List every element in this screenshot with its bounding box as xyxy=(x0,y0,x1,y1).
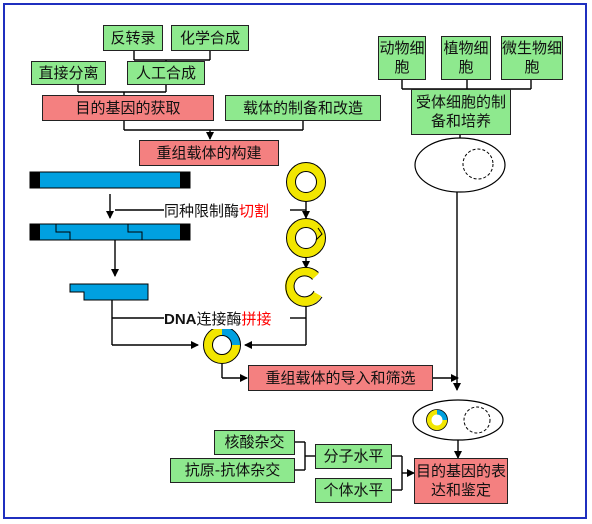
reverse-transcription-box: 反转录 xyxy=(103,25,163,51)
chemical-synthesis-box: 化学合成 xyxy=(171,25,249,51)
recombinant-plasmid xyxy=(203,326,241,364)
dna-strand-cut xyxy=(29,223,191,241)
plasmid-opened xyxy=(285,266,323,307)
molecular-level-box: 分子水平 xyxy=(315,444,392,469)
transformed-cell xyxy=(412,399,504,441)
vector-preparation-box: 载体的制备和改造 xyxy=(225,95,381,121)
ligase-splice-label: DNA连接酶拼接 xyxy=(164,308,272,329)
diagram-frame xyxy=(3,3,587,519)
plant-cell-box: 植物细胞 xyxy=(441,36,491,80)
plasmid-intact xyxy=(286,162,326,202)
nucleic-acid-hybridization-box: 核酸杂交 xyxy=(214,430,295,455)
plasmid-marked xyxy=(286,218,326,258)
recipient-cell-prep-box: 受体细胞的制备和培养 xyxy=(411,89,511,135)
dna-strand-intact xyxy=(29,171,191,189)
animal-cell-box: 动物细胞 xyxy=(378,36,426,80)
same-enzyme-cut-label: 同种限制酶切割 xyxy=(164,200,270,221)
dna-target-fragment xyxy=(69,283,149,301)
obtain-target-gene-box: 目的基因的获取 xyxy=(42,95,214,121)
direct-isolation-box: 直接分离 xyxy=(31,61,106,85)
antigen-antibody-hybridization-box: 抗原-抗体杂交 xyxy=(170,458,295,483)
microbial-cell-box: 微生物细胞 xyxy=(501,36,563,80)
introduce-and-screen-box: 重组载体的导入和筛选 xyxy=(248,365,433,391)
artificial-synthesis-box: 人工合成 xyxy=(127,61,205,85)
recipient-cell xyxy=(414,137,506,193)
expression-and-identification-box: 目的基因的表达和鉴定 xyxy=(414,458,508,504)
individual-level-box: 个体水平 xyxy=(315,478,392,503)
construct-recombinant-vector-box: 重组载体的构建 xyxy=(139,140,279,166)
